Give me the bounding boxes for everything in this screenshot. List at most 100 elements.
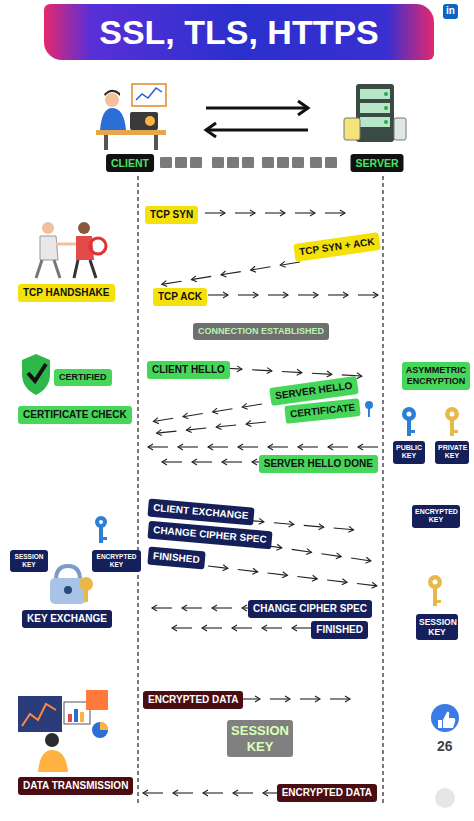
- message-chip: TCP SYN: [145, 206, 198, 224]
- arrow-head: [178, 444, 183, 450]
- arrow-stroke: [148, 446, 168, 447]
- arrow-stroke: [192, 461, 212, 462]
- node-text: TCP ACK: [158, 291, 202, 303]
- arrow-head: [212, 605, 217, 611]
- message-chip: FINISHED: [147, 547, 205, 570]
- arrow-head: [250, 210, 255, 216]
- arrow-stroke: [262, 627, 282, 628]
- arrow-stroke: [312, 373, 332, 374]
- phase-label: DATA TRANSMISSION: [18, 777, 133, 795]
- arrow-head: [280, 210, 285, 216]
- key-label: SESSION KEY: [10, 550, 48, 572]
- arrow-stroke: [252, 370, 272, 371]
- arrow-stroke: [298, 446, 318, 447]
- arrow-head: [292, 625, 297, 631]
- arrow-stroke: [205, 212, 225, 213]
- arrow-head: [358, 444, 363, 450]
- key-label: ENCRYPTED KEY: [92, 550, 141, 572]
- node-text: CLIENT: [106, 154, 154, 172]
- client-illustration: [96, 84, 166, 150]
- node-text: CLIENT EXCHANGE: [153, 502, 249, 522]
- arrow-head: [268, 444, 273, 450]
- arrow-head: [208, 444, 213, 450]
- arrow-head: [152, 605, 157, 611]
- arrow-stroke: [270, 698, 290, 699]
- arrow-head: [313, 292, 318, 298]
- title-banner: SSL, TLS, HTTPS: [44, 4, 434, 60]
- arrow-stroke: [232, 627, 252, 628]
- arrow-head: [213, 408, 218, 414]
- arrow-head: [191, 276, 196, 282]
- node-text: ENCRYPTED DATA: [148, 694, 238, 706]
- node-text: DATA TRANSMISSION: [23, 780, 128, 792]
- arrow-head: [306, 549, 311, 555]
- arrow-head: [162, 281, 167, 287]
- connector-arrow: [206, 101, 308, 115]
- arrow-head: [342, 579, 347, 585]
- phase-label: KEY EXCHANGE: [22, 610, 112, 628]
- arrow-stroke: [325, 212, 345, 213]
- arrow-stroke: [292, 627, 312, 628]
- arrow-head: [242, 605, 247, 611]
- arrow-head: [202, 625, 207, 631]
- arrow-head: [267, 368, 272, 374]
- arrow-head: [203, 790, 208, 796]
- node-text: CERTIFIED: [59, 372, 107, 383]
- node-text: ENCRYPTED KEY: [415, 508, 457, 525]
- arrow-stroke: [172, 627, 192, 628]
- arrow-head: [220, 210, 225, 216]
- arrow-stroke: [330, 698, 350, 699]
- arrow-stroke: [358, 446, 378, 447]
- node-text: ASYMMETRIC ENCRYPTION: [405, 365, 467, 387]
- session-key-box: SESSION KEY: [227, 720, 293, 757]
- arrow-head: [336, 553, 341, 559]
- arrow-stroke: [298, 294, 318, 295]
- arrow-stroke: [268, 446, 288, 447]
- arrow-head: [252, 459, 257, 465]
- node-text: CERTIFICATE CHECK: [23, 409, 127, 421]
- like-count: 26: [437, 738, 453, 754]
- arrow-head: [182, 605, 187, 611]
- arrow-stroke: [358, 294, 378, 295]
- message-chip: CHANGE CIPHER SPEC: [147, 521, 272, 550]
- node-text: ENCRYPTED DATA: [282, 787, 372, 799]
- arrow-stroke: [173, 792, 193, 793]
- arrow-stroke: [300, 698, 320, 699]
- arrow-head: [328, 444, 333, 450]
- arrow-stroke: [208, 446, 228, 447]
- arrow-head: [285, 696, 290, 702]
- arrow-head: [153, 418, 158, 424]
- arrow-head: [183, 413, 188, 419]
- arrow-stroke: [265, 212, 285, 213]
- node-text: TCP SYN: [150, 209, 193, 221]
- node-text: SERVER: [351, 154, 404, 172]
- key-label: ENCRYPTED KEY: [412, 505, 460, 528]
- arrow-head: [253, 292, 258, 298]
- node-text: PRIVATE KEY: [438, 444, 466, 461]
- connector-arrow: [206, 123, 308, 137]
- arrow-head: [263, 790, 268, 796]
- arrow-head: [232, 625, 237, 631]
- arrow-head: [143, 790, 148, 796]
- arrow-head: [343, 292, 348, 298]
- node-text: SERVER HELLO DONE: [264, 458, 373, 470]
- arrow-stroke: [178, 446, 198, 447]
- node-text: PUBLIC KEY: [396, 444, 422, 461]
- node-text: ENCRYPTED KEY: [95, 553, 138, 569]
- arrow-stroke: [238, 294, 258, 295]
- arrow-head: [372, 582, 377, 588]
- arrow-head: [327, 371, 332, 377]
- arrow-head: [312, 575, 317, 581]
- node-text: CLIENT HELLO: [152, 364, 225, 376]
- key-label: PUBLIC KEY: [393, 441, 425, 464]
- arrow-head: [251, 266, 256, 272]
- node-text: CERTIFICATE: [289, 402, 355, 421]
- node-text: KEY EXCHANGE: [27, 613, 107, 625]
- node-text: SESSION KEY: [13, 553, 45, 569]
- arrow-head: [276, 544, 281, 550]
- phase-label: CERTIFICATE CHECK: [18, 406, 132, 424]
- handshake-illustration: [36, 222, 106, 278]
- arrow-head: [298, 444, 303, 450]
- arrow-head: [357, 373, 362, 379]
- arrow-head: [262, 625, 267, 631]
